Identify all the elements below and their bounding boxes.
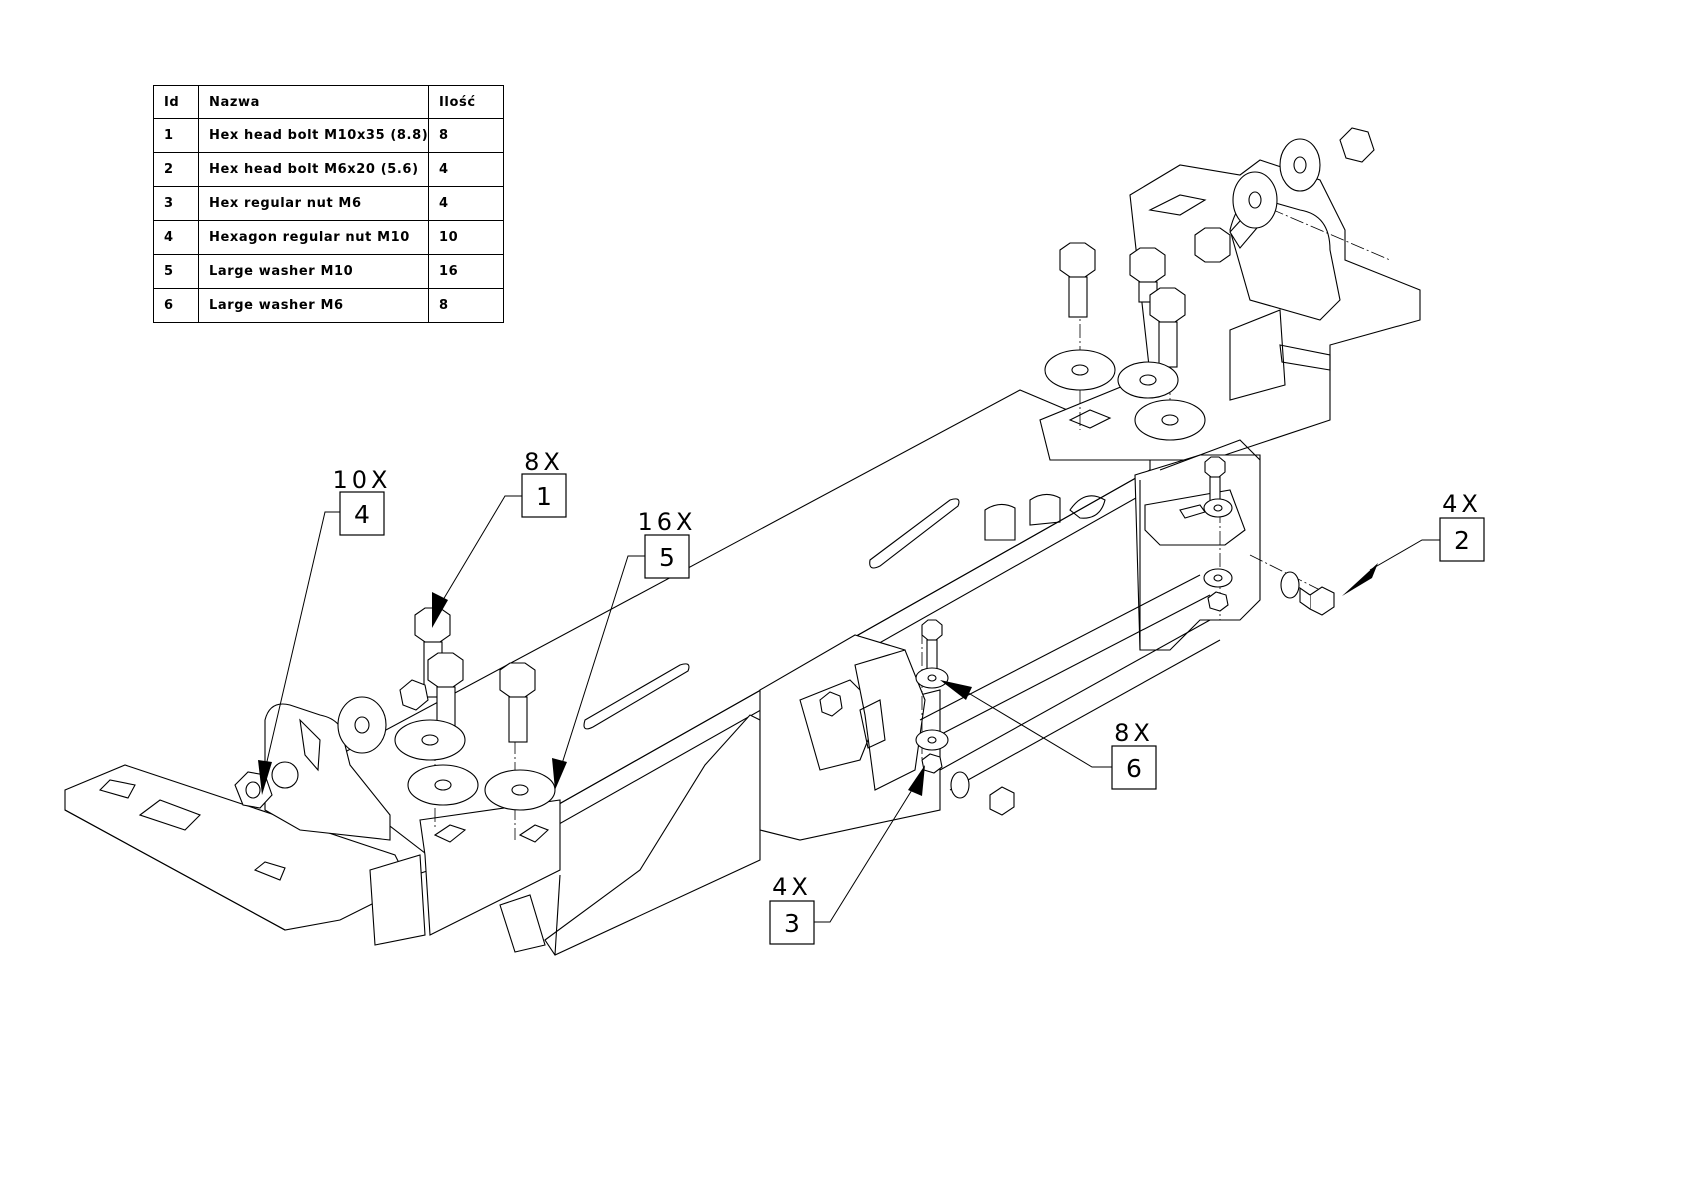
table-row: 1 Hex head bolt M10x35 (8.8) 8	[153, 118, 504, 153]
callout-qty: 16X	[638, 508, 697, 536]
arrowhead	[552, 758, 567, 790]
column-header-id: Id	[153, 85, 199, 119]
callout-qty: 8X	[1114, 719, 1154, 747]
arrowhead	[432, 592, 448, 628]
nut	[234, 127, 1375, 809]
callout-qty: 8X	[524, 448, 564, 476]
callout-qty: 10X	[333, 466, 392, 494]
callout-qty: 4X	[1442, 490, 1482, 518]
cell-name: Large washer M6	[198, 288, 429, 323]
cell-qty: 4	[428, 186, 504, 221]
cell-id: 3	[153, 186, 199, 221]
cell-name: Large washer M10	[198, 254, 429, 289]
column-header-qty: Ilość	[428, 85, 504, 119]
cell-name: Hex head bolt M6x20 (5.6)	[198, 152, 429, 187]
cell-qty: 8	[428, 288, 504, 323]
callout-5: 16X 5	[638, 508, 697, 579]
cell-id: 4	[153, 220, 199, 255]
cell-id: 2	[153, 152, 199, 187]
table-header-row: Id Nazwa Ilość	[153, 85, 504, 119]
middle-bracket	[544, 634, 941, 956]
callout-3: 4X 3	[769, 873, 815, 945]
callout-id: 1	[536, 482, 552, 511]
cell-qty: 8	[428, 118, 504, 153]
callout-6: 8X 6	[1111, 719, 1157, 790]
cell-id: 5	[153, 254, 199, 289]
left-bracket	[64, 703, 561, 953]
cell-id: 1	[153, 118, 199, 153]
callout-id: 6	[1126, 754, 1142, 783]
callout-4: 10X 4	[333, 466, 392, 536]
callout-1: 8X 1	[521, 448, 567, 518]
parts-table: Id Nazwa Ilość 1 Hex head bolt M10x35 (8…	[153, 85, 504, 323]
washer	[337, 138, 1321, 811]
cell-name: Hex head bolt M10x35 (8.8)	[198, 118, 429, 153]
table-row: 3 Hex regular nut M6 4	[153, 186, 504, 221]
callout-id: 5	[659, 543, 675, 572]
arrowhead	[258, 760, 272, 795]
cell-name: Hex regular nut M6	[198, 186, 429, 221]
arrowhead	[1342, 563, 1378, 596]
leader-lines	[258, 495, 1440, 923]
table-row: 6 Large washer M6 8	[153, 288, 504, 323]
cell-name: Hexagon regular nut M10	[198, 220, 429, 255]
table-row: 2 Hex head bolt M6x20 (5.6) 4	[153, 152, 504, 187]
cell-qty: 10	[428, 220, 504, 255]
callout-qty: 4X	[772, 873, 812, 901]
callout-id: 2	[1454, 526, 1470, 555]
table-row: 4 Hexagon regular nut M10 10	[153, 220, 504, 255]
callout-id: 4	[354, 500, 370, 529]
callout-2: 4X 2	[1439, 490, 1485, 562]
arrowhead	[908, 765, 925, 796]
cell-id: 6	[153, 288, 199, 323]
column-header-name: Nazwa	[198, 85, 429, 119]
cell-qty: 16	[428, 254, 504, 289]
callout-id: 3	[784, 909, 800, 938]
table-row: 5 Large washer M10 16	[153, 254, 504, 289]
cell-qty: 4	[428, 152, 504, 187]
arrowhead	[940, 680, 972, 700]
